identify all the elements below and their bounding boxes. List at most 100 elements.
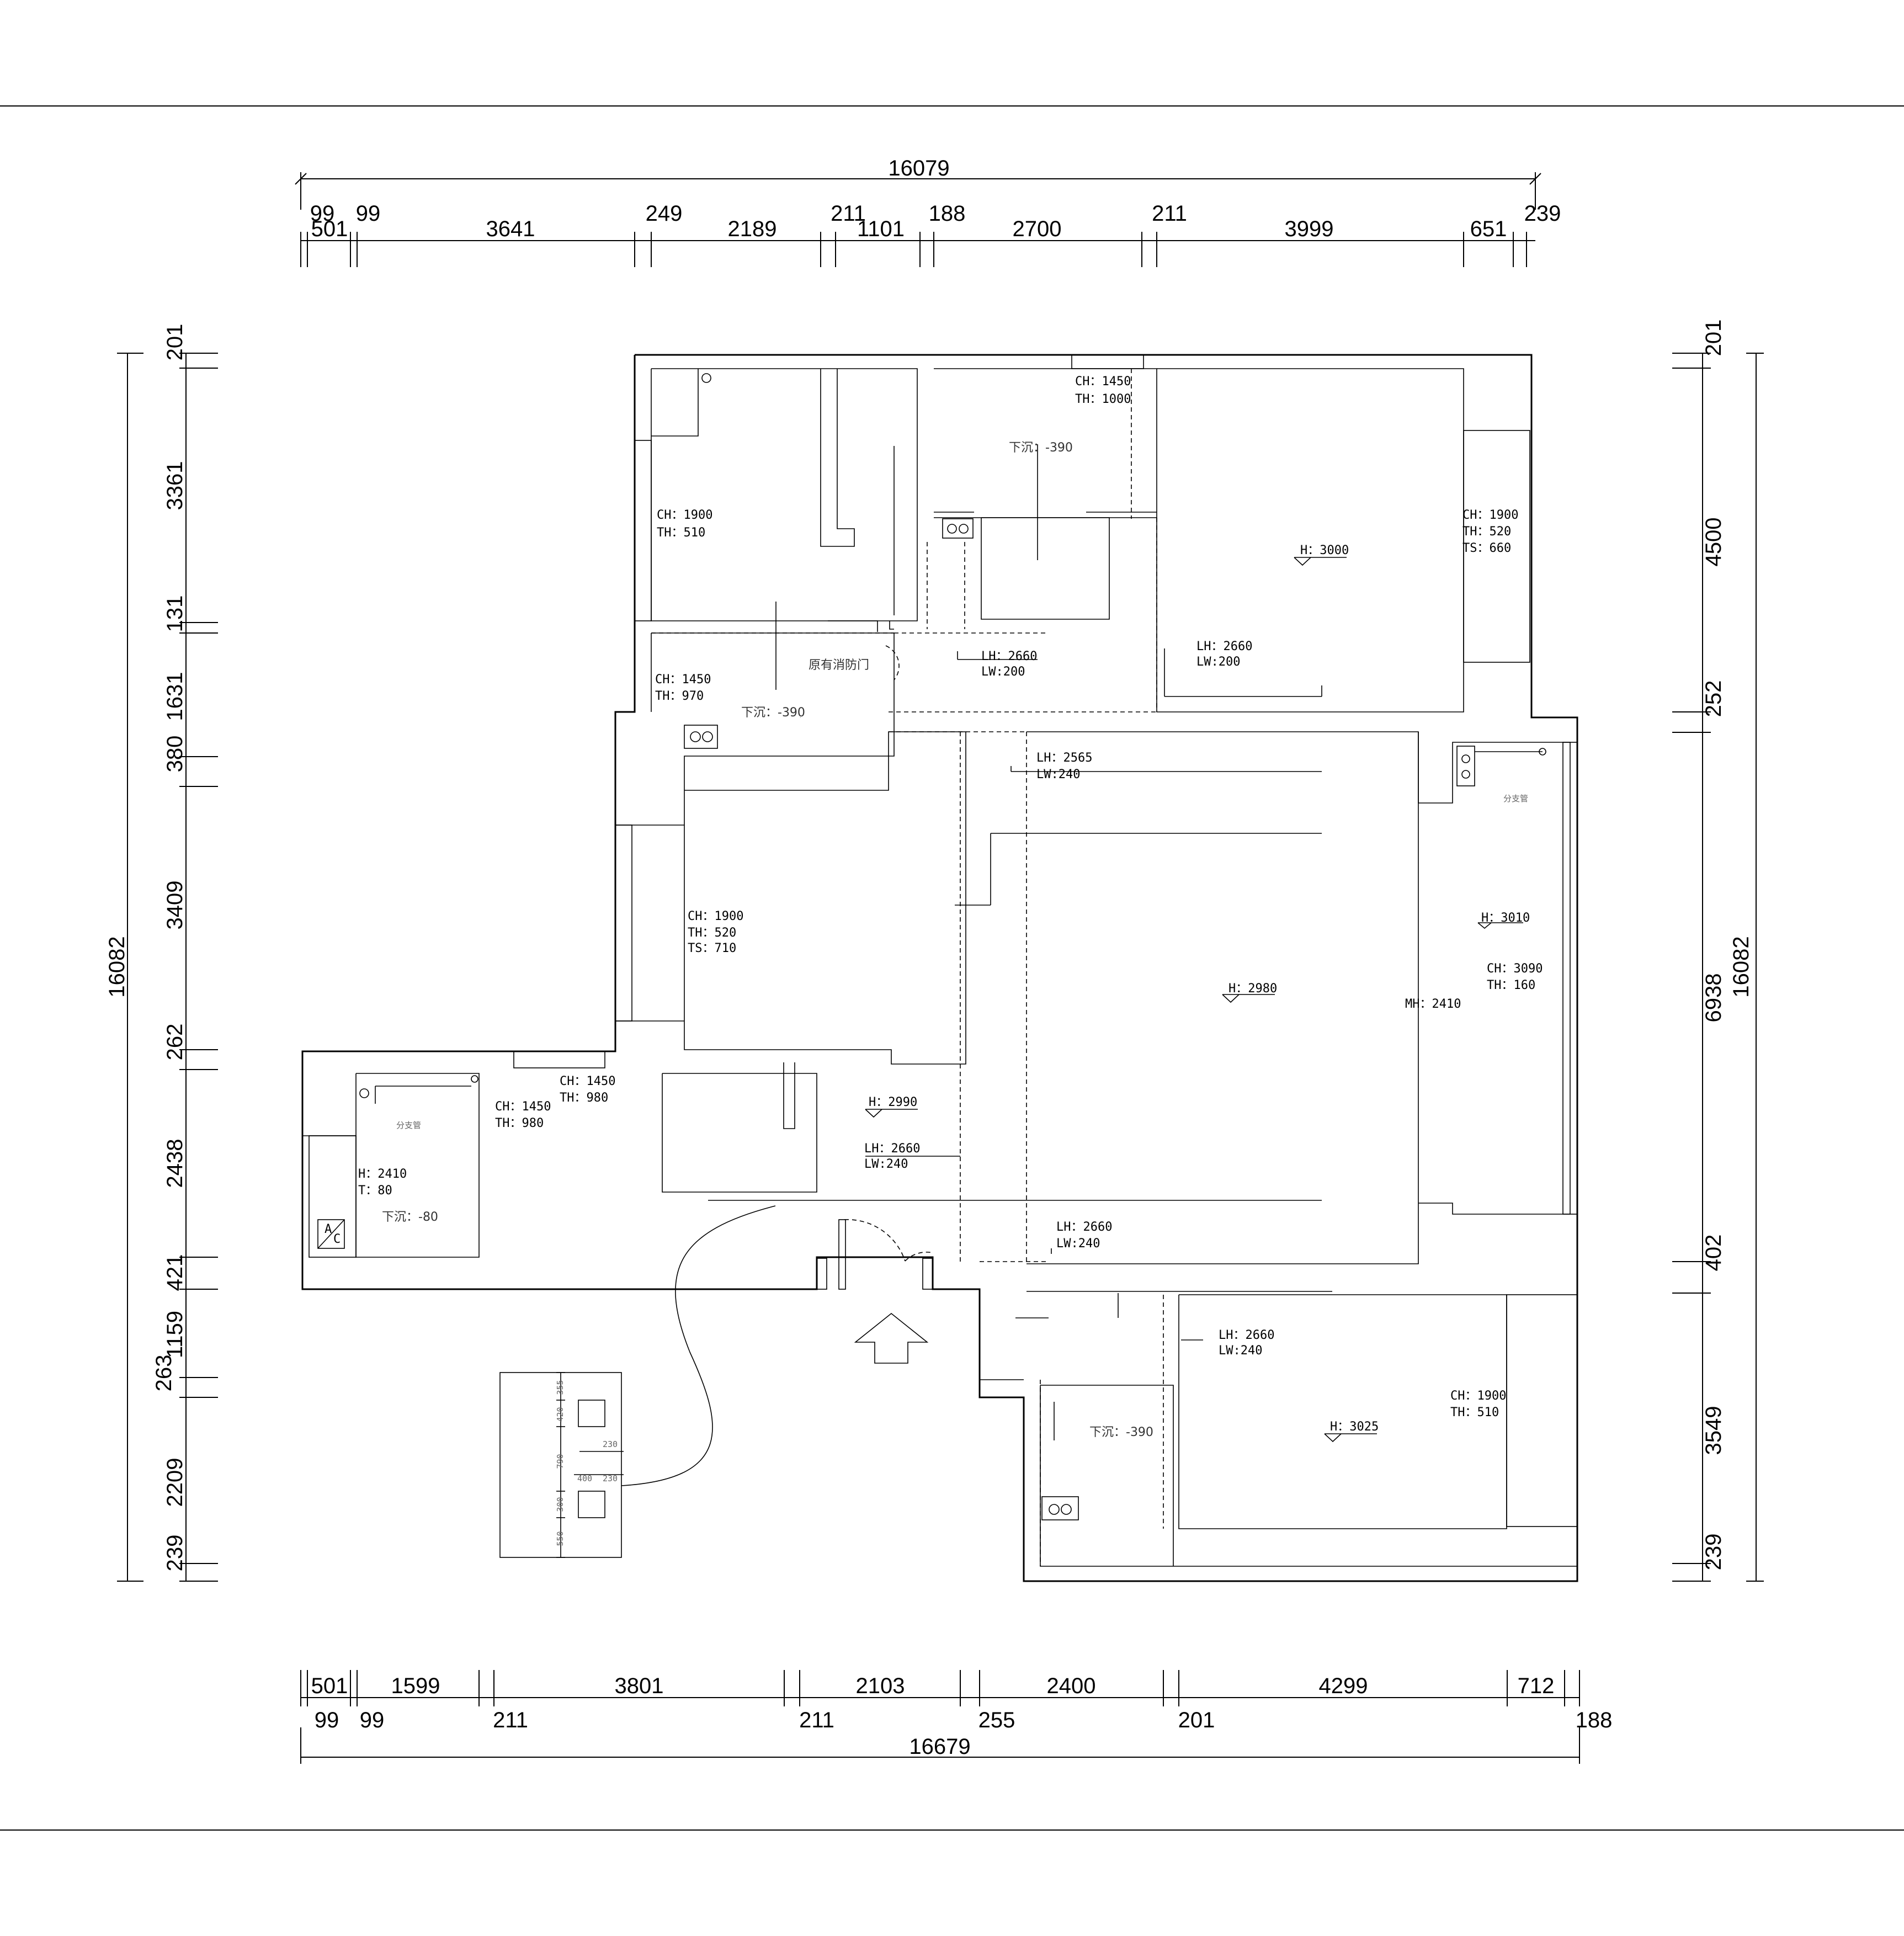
top-dim-lower-6: 3999 <box>1285 217 1334 241</box>
right-dim-1: 201 <box>1701 320 1726 357</box>
note-fire-door: 原有消防门 <box>809 658 869 672</box>
bottom-dim-upper-1: 501 <box>311 1674 348 1698</box>
top-dim-lower-1: 501 <box>311 217 348 241</box>
right-dim-3: 252 <box>1701 680 1726 717</box>
leader-lines <box>375 444 1332 1440</box>
gas-stove-icon <box>684 518 1079 1520</box>
label-mh-living: MH：2410 <box>1405 997 1461 1011</box>
dashed-ceiling-lines <box>651 369 1164 1566</box>
bottom-dim-upper-5: 2400 <box>1047 1674 1096 1698</box>
bottom-dim-upper-3: 3801 <box>615 1674 664 1698</box>
panel-dim-v2: 420 <box>555 1407 565 1422</box>
left-dimensions: 16082 201 3361 131 1631 380 3409 262 243… <box>105 324 218 1582</box>
left-dim-13: 239 <box>163 1535 187 1572</box>
panel-wire-curve <box>621 1205 776 1486</box>
right-dim-5: 402 <box>1701 1235 1726 1272</box>
left-dim-4: 1631 <box>163 672 187 721</box>
top-total-dim: 16079 <box>888 156 949 180</box>
note-sink-1: 下沉：-390 <box>1009 441 1073 455</box>
left-dim-12: 2209 <box>163 1458 187 1507</box>
left-dim-7: 262 <box>163 1024 187 1061</box>
right-dim-6: 3549 <box>1701 1406 1726 1455</box>
panel-dim-v4: 300 <box>555 1497 565 1512</box>
ac-unit-a: A <box>325 1222 332 1236</box>
ac-unit: A C <box>317 1219 345 1249</box>
left-dim-11: 263 <box>152 1355 176 1392</box>
left-total-dim: 16082 <box>105 936 129 997</box>
note-branch-pipe-1: 分支管 <box>1503 794 1528 804</box>
bottom-dim-upper-4: 2103 <box>856 1674 905 1698</box>
doors <box>844 645 933 1262</box>
bottom-dim-upper-7: 712 <box>1518 1674 1555 1698</box>
left-dim-8: 2438 <box>163 1139 187 1188</box>
top-dim-lower-5: 2700 <box>1013 217 1062 241</box>
panel-dim-h1: 230 <box>603 1439 618 1449</box>
left-dim-3: 131 <box>163 595 187 632</box>
level-markers <box>865 557 1523 1443</box>
bottom-dim-lower-7: 188 <box>1576 1708 1613 1732</box>
label-height-room3: H：3025 <box>1330 1420 1379 1434</box>
label-height-dining: H：2990 <box>869 1095 917 1109</box>
top-dim-upper-4: 211 <box>831 201 866 226</box>
panel-dim-v5: 550 <box>555 1531 565 1546</box>
right-dim-7: 239 <box>1701 1534 1726 1571</box>
top-dim-lower-3: 2189 <box>728 217 777 241</box>
panel-dim-h2: 400 <box>577 1474 592 1483</box>
right-dimensions: 201 4500 252 6938 402 3549 239 16082 <box>1672 320 1764 1582</box>
left-dim-6: 3409 <box>163 881 187 930</box>
top-dim-lower-7: 651 <box>1470 217 1507 241</box>
right-dim-4: 6938 <box>1701 974 1726 1023</box>
bottom-dim-lower-1: 99 <box>315 1708 339 1732</box>
bottom-dim-lower-4: 211 <box>799 1708 834 1732</box>
left-dim-5: 380 <box>163 736 187 773</box>
bottom-dim-lower-2: 99 <box>360 1708 385 1732</box>
top-dim-lower-2: 3641 <box>486 217 535 241</box>
label-height-living: H：2980 <box>1228 982 1277 996</box>
bottom-dimensions: 501 1599 3801 2103 2400 4299 712 99 99 2… <box>300 1670 1613 1764</box>
top-dim-upper-5: 188 <box>929 201 966 226</box>
top-dimensions: 16079 99 99 249 211 188 211 239 501 3641… <box>295 156 1561 267</box>
panel-dim-v3: 790 <box>555 1454 565 1469</box>
label-height-balcony: H：3010 <box>1481 911 1530 925</box>
water-heater-icon <box>471 746 1546 1083</box>
bottom-dim-lower-3: 211 <box>493 1708 528 1732</box>
bottom-dim-lower-6: 201 <box>1178 1708 1215 1732</box>
entry-arrow-icon <box>854 1312 929 1364</box>
top-dim-lower-4: 1101 <box>857 217 905 241</box>
bottom-dim-lower-5: 255 <box>978 1708 1015 1732</box>
bottom-dim-upper-2: 1599 <box>391 1674 440 1698</box>
ac-unit-c: C <box>333 1232 341 1246</box>
label-height-master: H：3000 <box>1300 544 1349 557</box>
bottom-total-dim: 16679 <box>909 1735 970 1759</box>
note-branch-pipe-2: 分支管 <box>396 1120 421 1130</box>
left-dim-2: 3361 <box>163 461 187 510</box>
note-sink-3: 下沉：-80 <box>382 1210 438 1224</box>
top-dim-upper-7: 239 <box>1524 201 1561 226</box>
top-dim-upper-3: 249 <box>646 201 683 226</box>
left-dim-9: 421 <box>163 1254 187 1291</box>
note-sink-2: 下沉：-390 <box>741 706 805 720</box>
ceiling-light-icon <box>359 373 711 1098</box>
bottom-dim-upper-6: 4299 <box>1319 1674 1368 1698</box>
top-dim-upper-2: 99 <box>356 201 381 226</box>
note-sink-4: 下沉：-390 <box>1089 1426 1153 1439</box>
left-dim-1: 201 <box>163 324 187 361</box>
switch-panel-detail: 355 420 790 300 550 230 400 230 <box>499 1205 776 1558</box>
panel-dim-v1: 355 <box>555 1380 565 1395</box>
walls <box>301 354 1578 1582</box>
right-dim-2: 4500 <box>1701 518 1726 567</box>
